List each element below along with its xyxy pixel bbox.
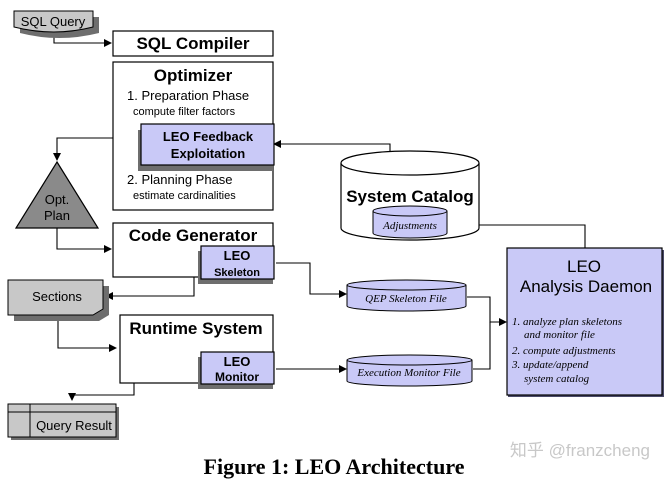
leo-monitor-line1: LEO (224, 354, 251, 369)
arrow-catalog-to-feedback (273, 140, 391, 154)
sql-query-doc: SQL Query (13, 10, 99, 38)
leo-skeleton-line1: LEO (224, 248, 251, 263)
arrow-codegen-to-sections (105, 277, 195, 300)
leo-monitor-line2: Monitor (215, 370, 259, 384)
arrow-plan-to-codegen (56, 228, 112, 253)
opt-plan-triangle: Opt. Plan (14, 160, 100, 229)
figure-caption: Figure 1: LEO Architecture (204, 454, 465, 479)
plan-phase-label: 2. Planning Phase (127, 172, 233, 187)
daemon-title-line1: LEO (567, 257, 601, 276)
adjustments-cylinder: Adjustments (372, 205, 448, 239)
execution-monitor-file: Execution Monitor File (346, 354, 473, 387)
daemon-step-1b: and monitor file (524, 329, 595, 341)
analysis-daemon-box: LEO Analysis Daemon 1. analyze plan skel… (506, 247, 664, 397)
sql-compiler-label: SQL Compiler (136, 34, 249, 53)
arrow-optimizer-to-plan (53, 137, 114, 161)
watermark: 知乎 @franzcheng (510, 441, 650, 460)
daemon-step-3b: system catalog (524, 373, 590, 385)
leo-skeleton-box: LEO Skeleton (198, 245, 275, 284)
execution-monitor-file-label: Execution Monitor File (356, 367, 460, 379)
arrow-qep-file-to-daemon (467, 296, 507, 326)
prep-phase-label: 1. Preparation Phase (127, 88, 249, 103)
query-result-label: Query Result (36, 418, 112, 433)
leo-feedback-line1: LEO Feedback (163, 129, 254, 144)
sql-query-label: SQL Query (21, 14, 86, 29)
daemon-step-2: 2. compute adjustments (512, 345, 616, 357)
plan-detail-label: estimate cardinalities (133, 190, 236, 202)
opt-plan-line1: Opt. (45, 192, 70, 207)
sql-compiler-box: SQL Compiler (112, 30, 274, 57)
prep-detail-label: compute filter factors (133, 106, 236, 118)
leo-skeleton-line2: Skeleton (214, 267, 260, 279)
arrow-skeleton-to-qep-file (276, 262, 347, 298)
opt-plan-line2: Plan (44, 208, 70, 223)
system-catalog-label: System Catalog (346, 187, 474, 206)
runtime-system-label: Runtime System (129, 319, 262, 338)
connectors (53, 34, 586, 401)
query-result-box: Query Result (7, 403, 119, 440)
daemon-step-3: 3. update/append (511, 359, 589, 371)
optimizer-title: Optimizer (154, 66, 233, 85)
qep-skeleton-file: QEP Skeleton File (346, 279, 467, 312)
leo-monitor-box: LEO Monitor (198, 351, 275, 389)
arrow-daemon-to-adjustments (471, 221, 586, 248)
code-generator-label: Code Generator (129, 226, 258, 245)
adjustments-label: Adjustments (382, 220, 437, 232)
daemon-title-line2: Analysis Daemon (520, 277, 652, 296)
arrow-exec-file-to-daemon (473, 322, 491, 370)
sections-doc: Sections (7, 279, 109, 321)
arrow-sections-to-runtime (57, 314, 117, 352)
system-catalog-cylinder: System Catalog Adjustments (340, 150, 480, 241)
leo-feedback-line2: Exploitation (171, 146, 245, 161)
arrow-runtime-to-result (68, 383, 135, 401)
daemon-step-1: 1. analyze plan skeletons (512, 316, 622, 328)
leo-feedback-box: LEO Feedback Exploitation (138, 123, 275, 171)
sections-label: Sections (32, 289, 82, 304)
qep-skeleton-file-label: QEP Skeleton File (365, 293, 447, 305)
